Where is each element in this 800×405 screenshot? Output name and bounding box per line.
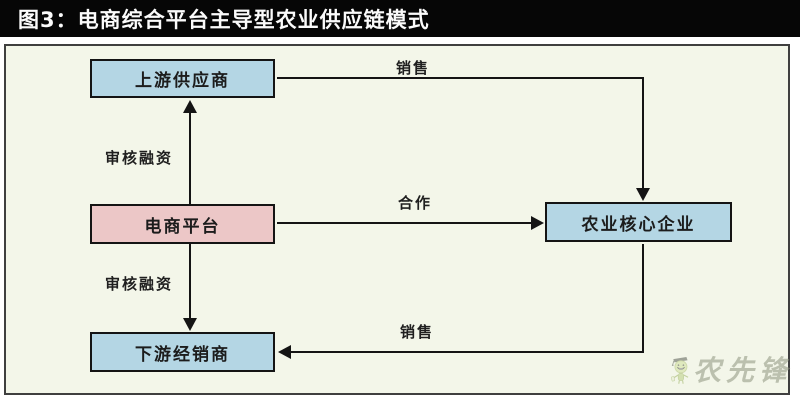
edge-label-finance-top: 审核融资 bbox=[105, 149, 174, 167]
figure-title: 图3：电商综合平台主导型农业供应链模式 bbox=[18, 7, 430, 32]
figure-title-bar: 图3：电商综合平台主导型农业供应链模式 bbox=[0, 0, 800, 37]
node-upstream-supplier: 上游供应商 bbox=[90, 59, 275, 98]
node-downstream-distributor: 下游经销商 bbox=[90, 332, 275, 372]
edge-label-cooperation: 合作 bbox=[398, 194, 433, 212]
node-downstream-distributor-label: 下游经销商 bbox=[135, 344, 230, 365]
watermark-logo-text: 农先锋 bbox=[692, 354, 792, 387]
node-ecommerce-platform-label: 电商平台 bbox=[144, 216, 221, 237]
mascot-icon bbox=[671, 356, 689, 384]
edge-label-finance-bottom: 审核融资 bbox=[105, 275, 174, 293]
edge-label-sales-top: 销售 bbox=[396, 59, 431, 77]
edge-label-sales-bottom: 销售 bbox=[400, 323, 435, 341]
node-ecommerce-platform: 电商平台 bbox=[90, 204, 275, 244]
node-agricultural-core-enterprise-label: 农业核心企业 bbox=[581, 214, 696, 235]
node-agricultural-core-enterprise: 农业核心企业 bbox=[545, 202, 732, 242]
node-upstream-supplier-label: 上游供应商 bbox=[135, 71, 230, 91]
watermark-logo: 农先锋 bbox=[670, 340, 792, 398]
